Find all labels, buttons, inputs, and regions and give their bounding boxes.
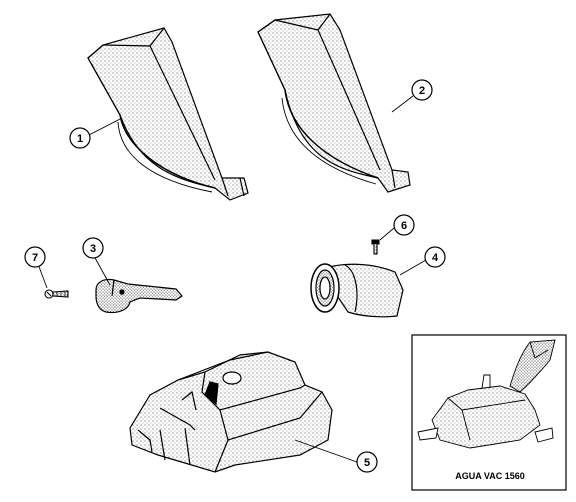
callout-6: 6	[393, 214, 415, 236]
inset-caption: AGUA VAC 1560	[455, 471, 525, 481]
callout-label: 3	[90, 243, 96, 255]
inset-box: AGUA VAC 1560	[411, 334, 567, 491]
callout-label: 5	[364, 457, 370, 469]
callout-4: 4	[424, 246, 446, 268]
latch-handle-3	[95, 278, 183, 314]
callout-3: 3	[82, 237, 104, 259]
callout-label: 6	[401, 220, 407, 232]
callout-label: 7	[32, 252, 38, 264]
filter-bag-1	[87, 27, 249, 201]
callout-5: 5	[356, 451, 378, 473]
screw-6	[371, 239, 380, 255]
callout-1: 1	[69, 127, 91, 149]
callout-2: 2	[411, 79, 433, 101]
callout-label: 2	[419, 85, 425, 97]
screw-7	[44, 289, 69, 299]
callout-label: 1	[77, 133, 83, 145]
filter-bag-2	[257, 13, 411, 193]
leader-lines	[37, 95, 427, 463]
elbow-coupling-4	[310, 263, 404, 318]
callout-7: 7	[24, 246, 46, 268]
inset-cleaner-illustration	[417, 339, 556, 449]
cleaner-housing-5	[129, 351, 333, 473]
callout-label: 4	[432, 252, 439, 264]
